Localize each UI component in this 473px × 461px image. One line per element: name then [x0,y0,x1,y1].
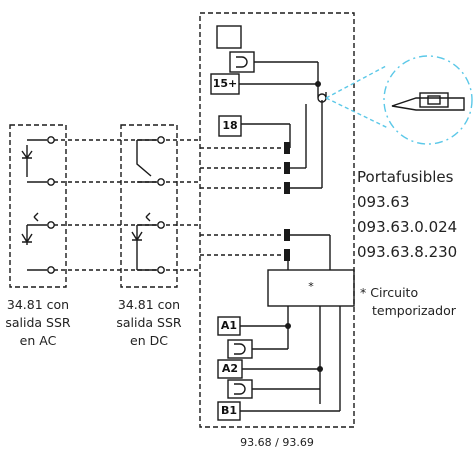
terminal-a1-label: A1 [220,319,238,332]
timer-circuit-box [267,269,355,307]
junction-dot [317,366,323,372]
ac-module-label: 34.81 con salida SSR en AC [5,297,71,348]
a1-contact-slot [227,339,253,359]
base-code-label: 93.68 / 93.69 [240,436,314,449]
fuse-holder-code: 093.63 [357,193,410,211]
ac-module-enclosure [9,124,67,288]
block-upper-1 [284,142,290,154]
fuse-holder-title: Portafusibles [357,168,454,186]
top-empty-slot [216,25,242,49]
fuse-holder-code: 093.63.0.024 [357,218,458,236]
terminal-18-box [218,115,242,137]
timer-note: * Circuito temporizador [360,285,456,318]
top-contact-slot [229,51,255,73]
junction-dot [285,323,291,329]
fuse-holder-callout [383,55,473,145]
block-upper-3 [284,182,290,194]
dc-module-label: 34.81 con salida SSR en DC [116,297,182,348]
terminal-a2-label: A2 [221,362,239,375]
socket-enclosure [199,12,355,428]
timer-asterisk: * [308,280,314,293]
block-upper-2 [284,162,290,174]
block-lower-1 [284,229,290,241]
fuse-holder-code: 093.63.8.230 [357,243,458,261]
dc-module-enclosure [120,124,178,288]
terminal-18-label: 18 [222,119,238,132]
terminal-b1-label: B1 [220,404,238,417]
a2-contact-slot [227,379,253,399]
terminal-15-label: 15+ [212,77,238,90]
block-lower-2 [284,249,290,261]
junction-dot [315,81,321,87]
